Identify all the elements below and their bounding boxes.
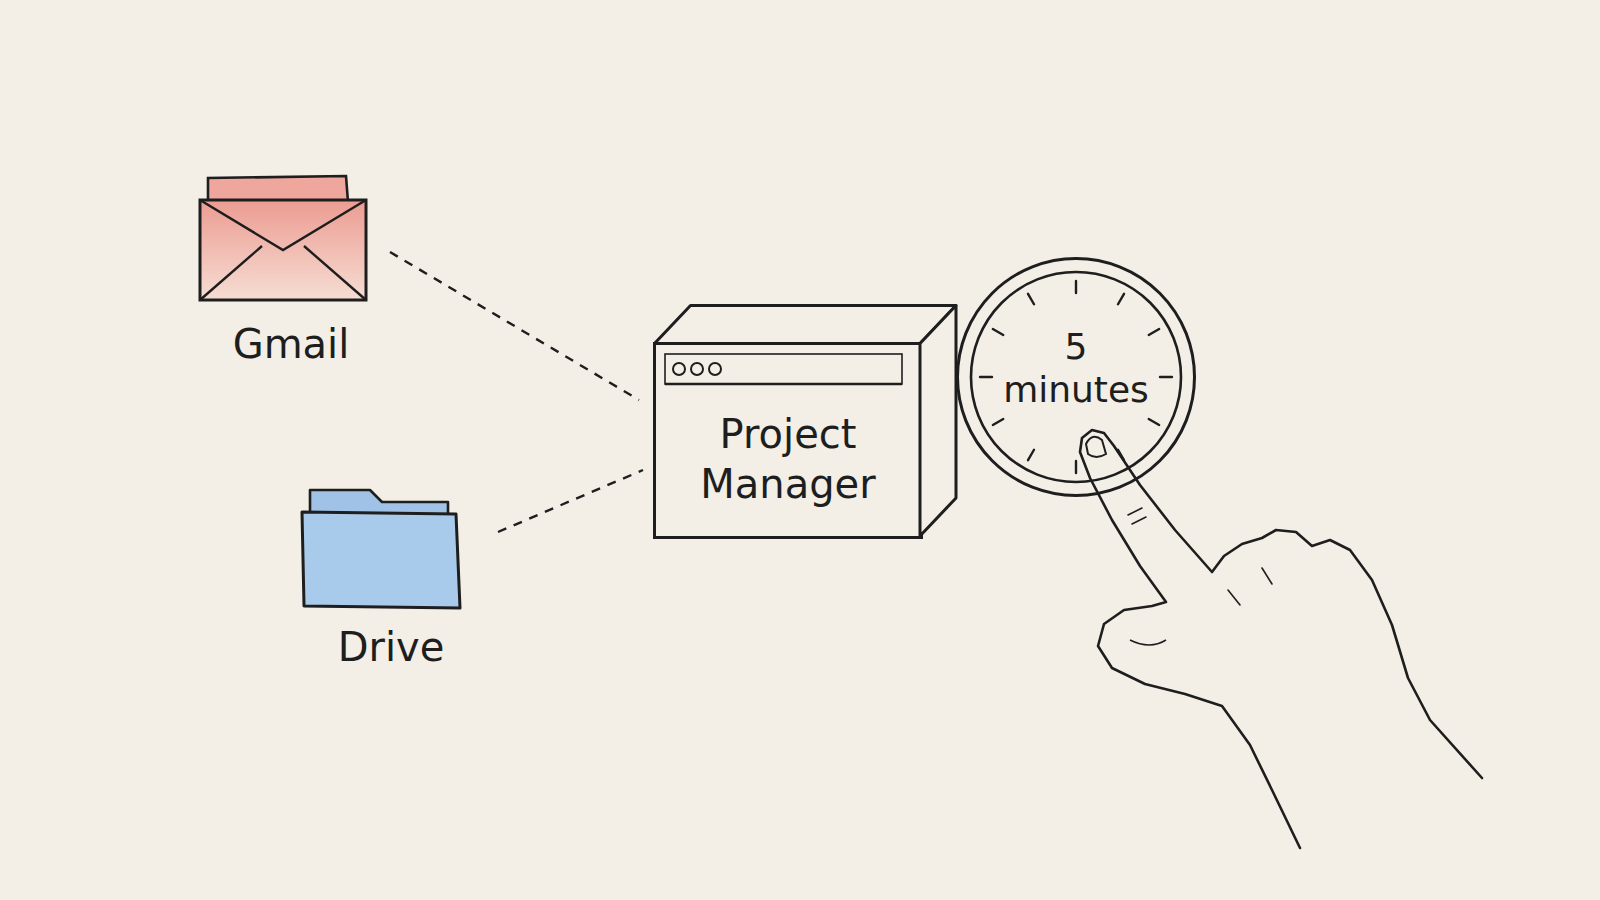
- thumb-crease: [1130, 640, 1166, 645]
- drive-icon: Drive: [300, 482, 482, 670]
- node-label: Gmail: [196, 321, 386, 367]
- dashed-connector: [498, 470, 643, 532]
- fingernail: [1086, 437, 1106, 457]
- node-label: 5 minutes: [1003, 325, 1149, 411]
- node-label: Drive: [300, 624, 482, 670]
- gmail-icon: Gmail: [196, 172, 386, 367]
- app-window-box: Project Manager: [653, 342, 923, 539]
- pointing-hand: [1080, 430, 1482, 848]
- dashed-connector: [390, 252, 639, 400]
- envelope-icon: [196, 172, 372, 307]
- node-label: Project Manager: [678, 409, 898, 509]
- knuckle-lines: [1128, 508, 1272, 605]
- timer-clock: 5 minutes: [956, 257, 1196, 497]
- folder-icon: [300, 482, 468, 610]
